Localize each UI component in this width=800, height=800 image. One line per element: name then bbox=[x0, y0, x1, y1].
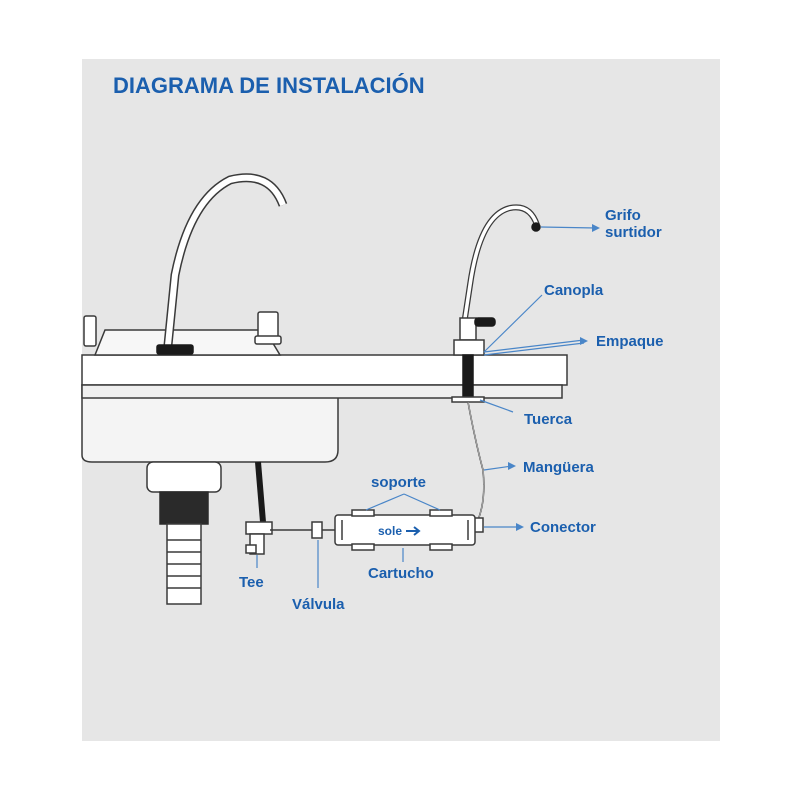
page-title: DIAGRAMA DE INSTALACIÓN bbox=[113, 73, 425, 98]
flow-arrow-icon bbox=[406, 526, 421, 536]
sink-illustration bbox=[81, 173, 568, 605]
label-grifo-line2: surtidor bbox=[605, 224, 662, 241]
label-grifo-line1: Grifo bbox=[605, 207, 641, 224]
label-manguera: Mangüera bbox=[523, 459, 595, 476]
label-valvula: Válvula bbox=[292, 596, 345, 613]
label-conector: Conector bbox=[530, 519, 596, 536]
label-soporte: soporte bbox=[371, 474, 426, 491]
label-empaque: Empaque bbox=[596, 333, 664, 350]
label-tee: Tee bbox=[239, 574, 264, 591]
label-tuerca: Tuerca bbox=[524, 411, 573, 428]
leader-lines bbox=[256, 224, 600, 588]
label-cartucho: Cartucho bbox=[368, 565, 434, 582]
label-canopla: Canopla bbox=[544, 282, 604, 299]
cartridge-brand: sole bbox=[378, 524, 402, 538]
